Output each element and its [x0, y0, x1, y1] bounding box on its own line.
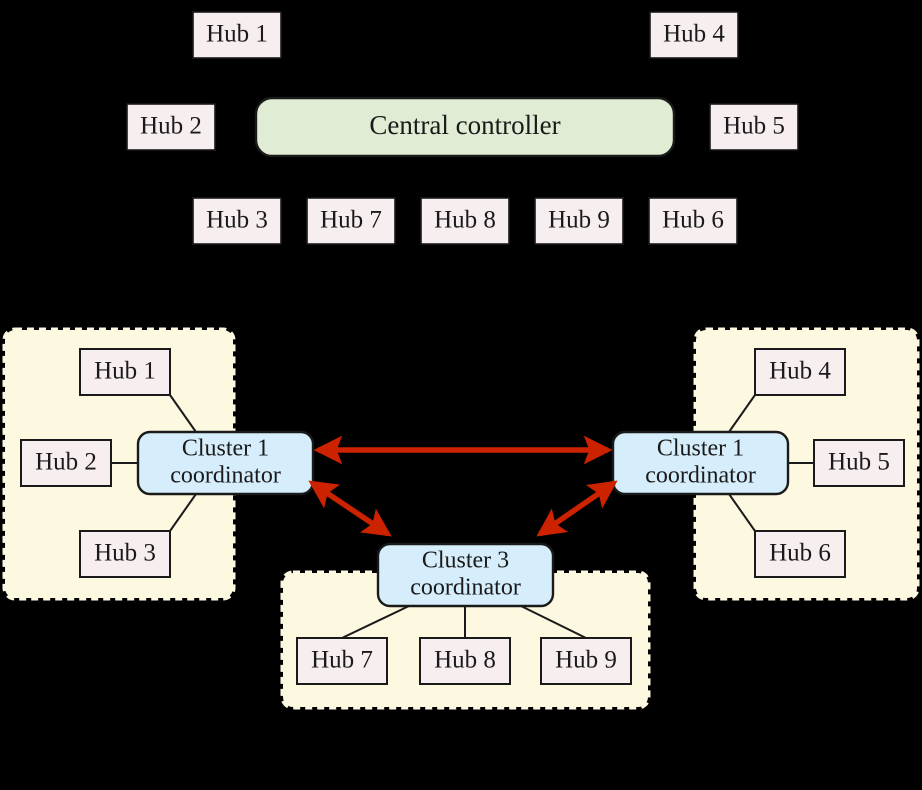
cluster-hub-box[interactable] [79, 348, 171, 396]
cluster-hub-node[interactable]: Hub 2 [20, 439, 112, 487]
top-hub-node[interactable]: Hub 3 [192, 197, 282, 245]
coordinator-label-line2: coordinator [410, 575, 521, 601]
cluster-hub-box[interactable] [754, 348, 846, 396]
link-left-hub1 [169, 394, 197, 433]
coordinator-box[interactable] [376, 542, 555, 608]
cluster-hub-label: Hub 7 [311, 647, 373, 674]
cluster-hub-label: Hub 1 [94, 358, 156, 385]
central-controller-label: Central controller [369, 110, 560, 140]
top-hub-box[interactable] [420, 197, 510, 245]
cluster-hub-box[interactable] [419, 637, 511, 685]
top-hub-box[interactable] [192, 11, 282, 59]
coordinator-label-line2: coordinator [170, 463, 281, 489]
bottom-nodes-group: Hub 1 Hub 2 Hub 3 Hub 4 Hub 5 Hub 6 Hub 7 Hub 8… [20, 348, 905, 685]
top-hub-node[interactable]: Hub 2 [126, 103, 216, 151]
cluster-hub-node[interactable]: Hub 5 [813, 439, 905, 487]
cluster-hub-node[interactable]: Hub 7 [296, 637, 388, 685]
cluster-hub-node[interactable]: Hub 4 [754, 348, 846, 396]
top-hub-label: Hub 7 [320, 207, 382, 234]
hub-links-group [111, 394, 814, 639]
top-hub-node[interactable]: Hub 6 [648, 197, 738, 245]
central-controller-node[interactable]: Central controller [254, 96, 676, 158]
top-panel-group: Hub 1 Hub 4 Hub 2 Hub 5 Hub 3 Hub 7 Hub 8 Hub 9… [126, 11, 799, 245]
top-hub-label: Hub 3 [206, 207, 268, 234]
top-hub-node[interactable]: Hub 1 [192, 11, 282, 59]
top-hub-label: Hub 1 [206, 21, 268, 48]
cluster-hub-node[interactable]: Hub 9 [540, 637, 632, 685]
arrow-right-bottom [536, 480, 618, 537]
top-hub-label: Hub 8 [434, 207, 496, 234]
coordinator-label-line1: Cluster 1 [657, 436, 744, 462]
top-hub-label: Hub 9 [548, 207, 610, 234]
cluster-hub-label: Hub 6 [769, 540, 831, 567]
top-hub-box[interactable] [126, 103, 216, 151]
central-controller-box[interactable] [254, 96, 676, 158]
top-hub-label: Hub 6 [662, 207, 724, 234]
link-bottom-hub9 [520, 605, 587, 639]
cluster-hub-node[interactable]: Hub 3 [79, 530, 171, 578]
link-left-hub3 [169, 493, 197, 532]
cluster-hub-label: Hub 4 [769, 358, 831, 385]
coordinator-box[interactable] [136, 430, 315, 496]
cluster-hub-label: Hub 9 [555, 647, 617, 674]
top-hub-box[interactable] [192, 197, 282, 245]
top-hub-box[interactable] [306, 197, 396, 245]
top-hub-node[interactable]: Hub 9 [534, 197, 624, 245]
cluster-hub-label: Hub 3 [94, 540, 156, 567]
cluster-hub-box[interactable] [79, 530, 171, 578]
coordinator-label-line1: Cluster 3 [422, 548, 509, 574]
top-hub-node[interactable]: Hub 7 [306, 197, 396, 245]
cluster-hub-node[interactable]: Hub 8 [419, 637, 511, 685]
cluster-hub-label: Hub 5 [828, 449, 890, 476]
cluster-hub-box[interactable] [296, 637, 388, 685]
top-hub-node[interactable]: Hub 8 [420, 197, 510, 245]
cluster-hub-label: Hub 8 [434, 647, 496, 674]
top-hub-label: Hub 5 [723, 113, 785, 140]
top-hub-node[interactable]: Hub 5 [709, 103, 799, 151]
link-right-hub4 [728, 394, 756, 433]
coordinator-label-line2: coordinator [645, 463, 756, 489]
coordinator-label-line1: Cluster 1 [182, 436, 269, 462]
arrow-left-bottom [308, 480, 392, 537]
cluster-hub-box[interactable] [813, 439, 905, 487]
cluster-hub-box[interactable] [754, 530, 846, 578]
cluster-hub-node[interactable]: Hub 6 [754, 530, 846, 578]
top-hub-box[interactable] [649, 11, 739, 59]
top-hub-node[interactable]: Hub 4 [649, 11, 739, 59]
top-hub-box[interactable] [648, 197, 738, 245]
top-hub-box[interactable] [534, 197, 624, 245]
inter-cluster-arrows-group [308, 435, 618, 537]
cluster-hub-node[interactable]: Hub 1 [79, 348, 171, 396]
cluster-hub-box[interactable] [20, 439, 112, 487]
link-right-hub6 [728, 493, 756, 532]
link-bottom-hub7 [341, 605, 410, 639]
top-hub-label: Hub 4 [663, 21, 725, 48]
cluster-hub-label: Hub 2 [35, 449, 97, 476]
coordinator-box[interactable] [611, 430, 790, 496]
top-hub-box[interactable] [709, 103, 799, 151]
cluster-hub-box[interactable] [540, 637, 632, 685]
top-hub-label: Hub 2 [140, 113, 202, 140]
